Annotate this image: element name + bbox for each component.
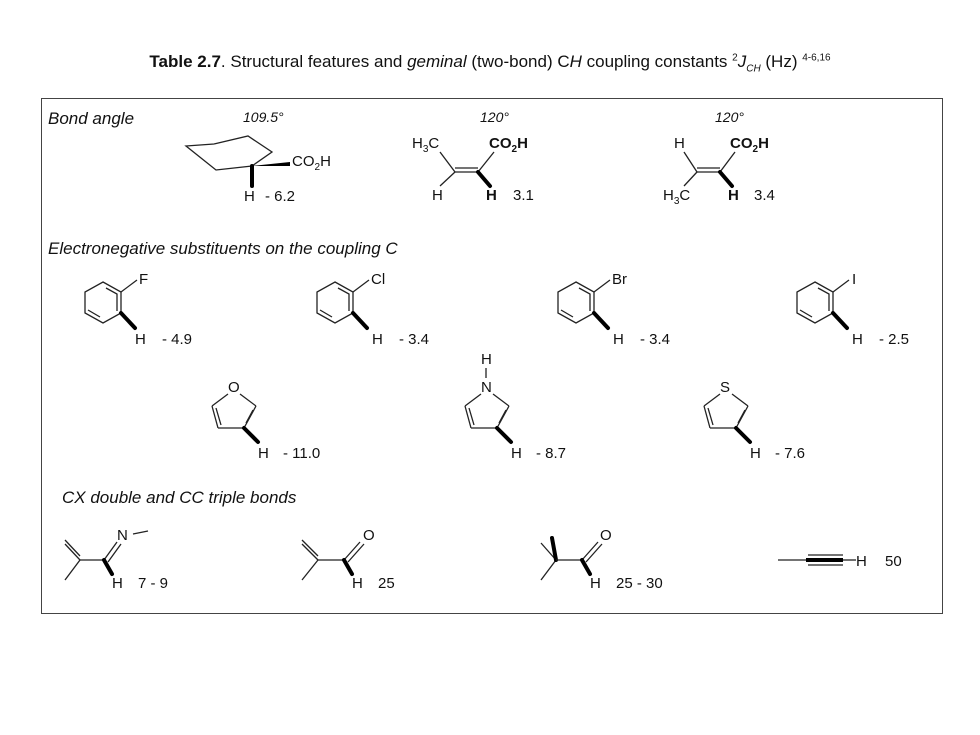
h3c-label: H3C: [412, 135, 439, 155]
pyrrole-structure: H N H - 8.7: [464, 351, 566, 462]
section-electronegative: Electronegative substituents on the coup…: [48, 239, 398, 258]
table-frame: [41, 98, 943, 614]
halogen-label: Br: [612, 271, 627, 288]
imine-structure: N H 7 - 9: [64, 527, 168, 592]
halogen-label: Cl: [371, 271, 385, 288]
h-label-bold: H: [728, 187, 739, 204]
caption-text: (Hz): [760, 52, 803, 71]
angle-label-1: 109.5°: [243, 109, 284, 125]
caption-sup: 2: [732, 52, 738, 64]
fluorobenzene-structure: F H - 4.9: [84, 271, 192, 348]
coupling-value: 25: [378, 575, 395, 592]
h-label: H: [352, 575, 363, 592]
caption-text: . Structural features and: [220, 52, 408, 71]
halogen-label: I: [852, 271, 856, 288]
caption-text: coupling constants: [581, 52, 733, 71]
table-caption: Table 2.7. Structural features and gemin…: [0, 52, 980, 74]
co2h-label: CO2H: [489, 135, 528, 155]
table-label: Table 2.7: [149, 52, 221, 71]
h-label: H: [750, 445, 761, 462]
iodobenzene-structure: I H - 2.5: [796, 271, 909, 348]
caption-sub: CH: [746, 63, 761, 75]
heteroatom-label: O: [228, 379, 240, 396]
h-label: H: [372, 331, 383, 348]
coupling-value: - 6.2: [265, 188, 295, 205]
heteroatom-label: N: [481, 379, 492, 396]
h-label: H: [258, 445, 269, 462]
h-label: H: [856, 553, 867, 570]
h-label: H: [613, 331, 624, 348]
nh-label: H: [481, 351, 492, 368]
coupling-value: 7 - 9: [138, 575, 168, 592]
o-label: O: [363, 527, 375, 544]
cyclohexane-structure: CO2H H - 6.2: [184, 135, 331, 205]
coupling-value: 50: [885, 553, 902, 570]
coupling-value: - 3.4: [640, 331, 670, 348]
coupling-value: - 4.9: [162, 331, 192, 348]
coupling-value: 25 - 30: [616, 575, 663, 592]
methacrolein-structure: O H 25: [301, 527, 395, 592]
h-label: H: [244, 188, 255, 205]
h-label: H: [432, 187, 443, 204]
coupling-value: 3.1: [513, 187, 534, 204]
section-bond-angle: Bond angle: [48, 109, 134, 128]
furan-structure: O H - 11.0: [211, 379, 320, 462]
halogen-label: F: [139, 271, 148, 288]
section-cx-double: CX double and CC triple bonds: [62, 488, 297, 507]
coupling-value: - 11.0: [283, 445, 320, 462]
h3c-label: H3C: [663, 187, 690, 207]
heteroatom-label: S: [720, 379, 730, 396]
coupling-value: - 2.5: [879, 331, 909, 348]
propyne-structure: H 50: [778, 553, 902, 570]
thiophene-structure: S H - 7.6: [703, 379, 805, 462]
coupling-value: 3.4: [754, 187, 775, 204]
coupling-value: - 3.4: [399, 331, 429, 348]
propene-cis-structure: H3C CO2H H H 3.1: [412, 135, 534, 204]
angle-label-2: 120°: [480, 109, 509, 125]
h-label: H: [135, 331, 146, 348]
propene-trans-structure: H CO2H H3C H 3.4: [663, 135, 775, 207]
h-label: H: [674, 135, 685, 152]
coupling-value: - 8.7: [536, 445, 566, 462]
chlorobenzene-structure: Cl H - 3.4: [316, 271, 429, 348]
h-label: H: [590, 575, 601, 592]
h-label: H: [511, 445, 522, 462]
caption-geminal: geminal: [407, 52, 467, 71]
h-label: H: [112, 575, 123, 592]
co2h-label: CO2H: [730, 135, 769, 155]
co2h-label: CO2H: [292, 153, 331, 173]
pivaldehyde-structure: O H 25 - 30: [540, 527, 663, 592]
bromobenzene-structure: Br H - 3.4: [557, 271, 670, 348]
o-label: O: [600, 527, 612, 544]
n-label: N: [117, 527, 128, 544]
caption-j: J: [737, 52, 747, 71]
h-label-bold: H: [486, 187, 497, 204]
coupling-value: - 7.6: [775, 445, 805, 462]
caption-refs: 4-6,16: [802, 52, 831, 64]
h-label: H: [852, 331, 863, 348]
caption-text: (two-bond) C: [466, 52, 570, 71]
angle-label-3: 120°: [715, 109, 744, 125]
caption-h: H: [569, 52, 582, 71]
